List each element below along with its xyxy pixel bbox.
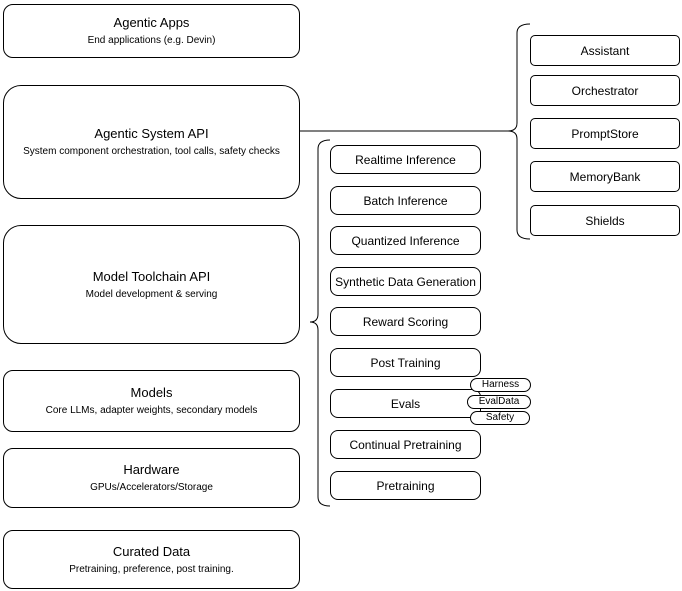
box-agentic-apps: Agentic Apps End applications (e.g. Devi… — [3, 4, 300, 58]
box-title: Models — [130, 385, 173, 400]
toolchain-item-evals: Evals — [330, 389, 481, 418]
box-agentic-system-api: Agentic System API System component orch… — [3, 85, 300, 199]
box-subtitle: Model development & serving — [85, 288, 218, 300]
toolchain-item-synthetic-data-generation: Synthetic Data Generation — [330, 267, 481, 296]
box-model-toolchain-api: Model Toolchain API Model development & … — [3, 225, 300, 344]
component-shields: Shields — [530, 205, 680, 236]
toolchain-item-post-training: Post Training — [330, 348, 481, 377]
toolchain-item-reward-scoring: Reward Scoring — [330, 307, 481, 336]
box-subtitle: GPUs/Accelerators/Storage — [90, 482, 213, 493]
component-assistant: Assistant — [530, 35, 680, 66]
box-subtitle: Pretraining, preference, post training. — [69, 563, 234, 575]
box-models: Models Core LLMs, adapter weights, secon… — [3, 370, 300, 432]
evals-tag-evaldata: EvalData — [467, 395, 531, 409]
toolchain-item-realtime-inference: Realtime Inference — [330, 145, 481, 174]
box-title: Agentic System API — [94, 126, 209, 141]
box-subtitle: End applications (e.g. Devin) — [87, 35, 216, 46]
toolchain-item-batch-inference: Batch Inference — [330, 186, 481, 215]
toolchain-item-pretraining: Pretraining — [330, 471, 481, 500]
evals-tag-safety: Safety — [470, 411, 530, 425]
box-title: Agentic Apps — [113, 15, 190, 30]
toolchain-brace — [309, 139, 331, 507]
box-curated-data: Curated Data Pretraining, preference, po… — [3, 530, 300, 589]
box-subtitle: System component orchestration, tool cal… — [23, 146, 280, 157]
toolchain-item-continual-pretraining: Continual Pretraining — [330, 430, 481, 459]
box-title: Curated Data — [112, 543, 191, 559]
box-hardware: Hardware GPUs/Accelerators/Storage — [3, 448, 300, 508]
box-title: Model Toolchain API — [92, 268, 211, 284]
component-orchestrator: Orchestrator — [530, 75, 680, 106]
component-memorybank: MemoryBank — [530, 161, 680, 192]
component-promptstore: PromptStore — [530, 118, 680, 149]
toolchain-item-quantized-inference: Quantized Inference — [330, 226, 481, 255]
box-subtitle: Core LLMs, adapter weights, secondary mo… — [45, 405, 258, 416]
box-title: Hardware — [123, 462, 180, 477]
evals-tag-harness: Harness — [470, 378, 531, 392]
system-components-brace — [507, 23, 531, 240]
